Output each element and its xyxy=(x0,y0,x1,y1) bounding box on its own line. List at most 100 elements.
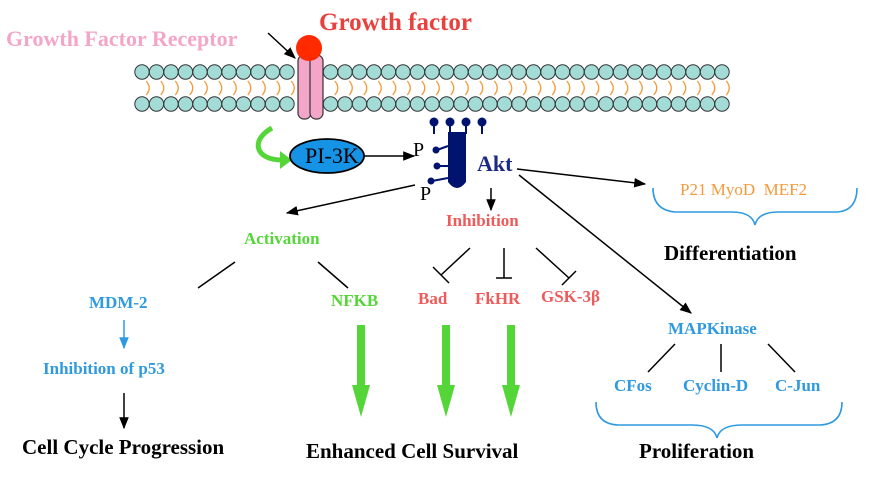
lipid-head xyxy=(554,96,571,112)
lipid-tail xyxy=(725,80,730,96)
inhibition-label: Inhibition xyxy=(446,211,519,230)
lipid-head xyxy=(656,64,672,80)
lipid-tail xyxy=(392,80,397,96)
lipid-head xyxy=(221,96,237,112)
lipid-tail xyxy=(276,80,281,96)
akt-label: Akt xyxy=(477,151,513,176)
lipid-tail xyxy=(218,80,223,96)
green-curve-arrowhead xyxy=(280,151,292,169)
lipid-head xyxy=(221,64,237,80)
lipid-head xyxy=(206,96,223,112)
lipid-head xyxy=(714,64,730,80)
activation-to-mdm2-line xyxy=(197,261,236,289)
lipid-head xyxy=(134,96,150,112)
lipid-head xyxy=(554,64,571,80)
lipid-head xyxy=(177,96,194,112)
lipid-head xyxy=(337,96,353,112)
lipid-head xyxy=(612,96,629,112)
lipid-head xyxy=(235,96,252,112)
lipid-tail xyxy=(551,80,556,96)
mapkinase-label: MAPKinase xyxy=(668,319,757,338)
lipid-head xyxy=(569,64,585,80)
lipid-tail xyxy=(334,80,339,96)
lipid-head xyxy=(482,64,498,80)
receptor-pointer-arrow xyxy=(267,32,296,59)
lipid-head xyxy=(685,64,701,80)
lipid-head xyxy=(380,64,397,80)
lipid-head xyxy=(351,64,368,80)
lipid-head xyxy=(583,64,600,80)
enhanced-cell-survival-label: Enhanced Cell Survival xyxy=(306,439,519,463)
lipid-head xyxy=(482,96,498,112)
lipid-tail xyxy=(160,80,165,96)
lipid-tail xyxy=(290,80,295,96)
differentiation-brace xyxy=(652,187,858,226)
cfos-label: CFos xyxy=(614,376,652,395)
lipid-head xyxy=(467,64,484,80)
lipid-tail xyxy=(348,80,353,96)
growth-factor-receptor xyxy=(297,54,324,120)
lipid-tail xyxy=(247,80,252,96)
lipid-head xyxy=(322,96,339,112)
akt-to-activation-arrow xyxy=(285,184,416,216)
lipid-head xyxy=(540,64,556,80)
lipid-tail xyxy=(580,80,585,96)
lipid-head xyxy=(395,64,411,80)
lipid-head xyxy=(598,96,614,112)
lipid-tail xyxy=(261,80,266,96)
lipid-head xyxy=(467,96,484,112)
lipid-tail xyxy=(653,80,658,96)
lipid-head xyxy=(453,64,469,80)
lipid-head xyxy=(641,64,658,80)
lipid-tail xyxy=(363,80,368,96)
bad-label: Bad xyxy=(418,289,448,308)
lipid-head xyxy=(699,64,716,80)
lipid-tail xyxy=(450,80,455,96)
lipid-tail xyxy=(377,80,382,96)
lipid-tail xyxy=(421,80,426,96)
phospho-label-top: P xyxy=(413,139,425,161)
lipid-tail xyxy=(508,80,513,96)
lipid-head xyxy=(279,96,295,112)
lipid-head xyxy=(511,64,527,80)
lipid-heads xyxy=(134,64,730,112)
phospho-label-bottom: P xyxy=(420,183,432,205)
lipid-head xyxy=(264,64,281,80)
lipid-tail xyxy=(537,80,542,96)
lipid-tail xyxy=(174,80,179,96)
lipid-tails xyxy=(145,80,730,96)
lipid-head xyxy=(192,64,208,80)
lipid-head xyxy=(163,96,179,112)
lipid-tail xyxy=(189,80,194,96)
lipid-head xyxy=(583,96,600,112)
lipid-head xyxy=(627,64,643,80)
growth-factor-label: Growth factor xyxy=(319,9,472,36)
differentiation-factors-label: P21 MyoD MEF2 xyxy=(680,180,808,199)
lipid-tail xyxy=(145,80,150,96)
lipid-head xyxy=(496,96,513,112)
mapk-to-cjun-line xyxy=(767,343,796,373)
akt-to-differentiation-arrow xyxy=(516,168,647,188)
lipid-head xyxy=(438,64,455,80)
lipid-head xyxy=(540,96,556,112)
lipid-tail xyxy=(609,80,614,96)
cell-membrane xyxy=(134,64,730,112)
activation-to-nfkb-line xyxy=(317,261,349,289)
lipid-head xyxy=(163,64,179,80)
lipid-head xyxy=(656,96,672,112)
lipid-tail xyxy=(203,80,208,96)
akt-to-mapkinase-arrow xyxy=(518,174,692,314)
lipid-head xyxy=(511,96,527,112)
lipid-head xyxy=(409,64,426,80)
lipid-head xyxy=(366,96,382,112)
lipid-tail xyxy=(566,80,571,96)
lipid-head xyxy=(670,96,687,112)
gsk3b-label: GSK-3β xyxy=(541,287,601,306)
fkhr-label: FkHR xyxy=(475,289,521,308)
lipid-head xyxy=(134,64,150,80)
lipid-head xyxy=(670,64,687,80)
lipid-head xyxy=(438,96,455,112)
lipid-head xyxy=(453,96,469,112)
